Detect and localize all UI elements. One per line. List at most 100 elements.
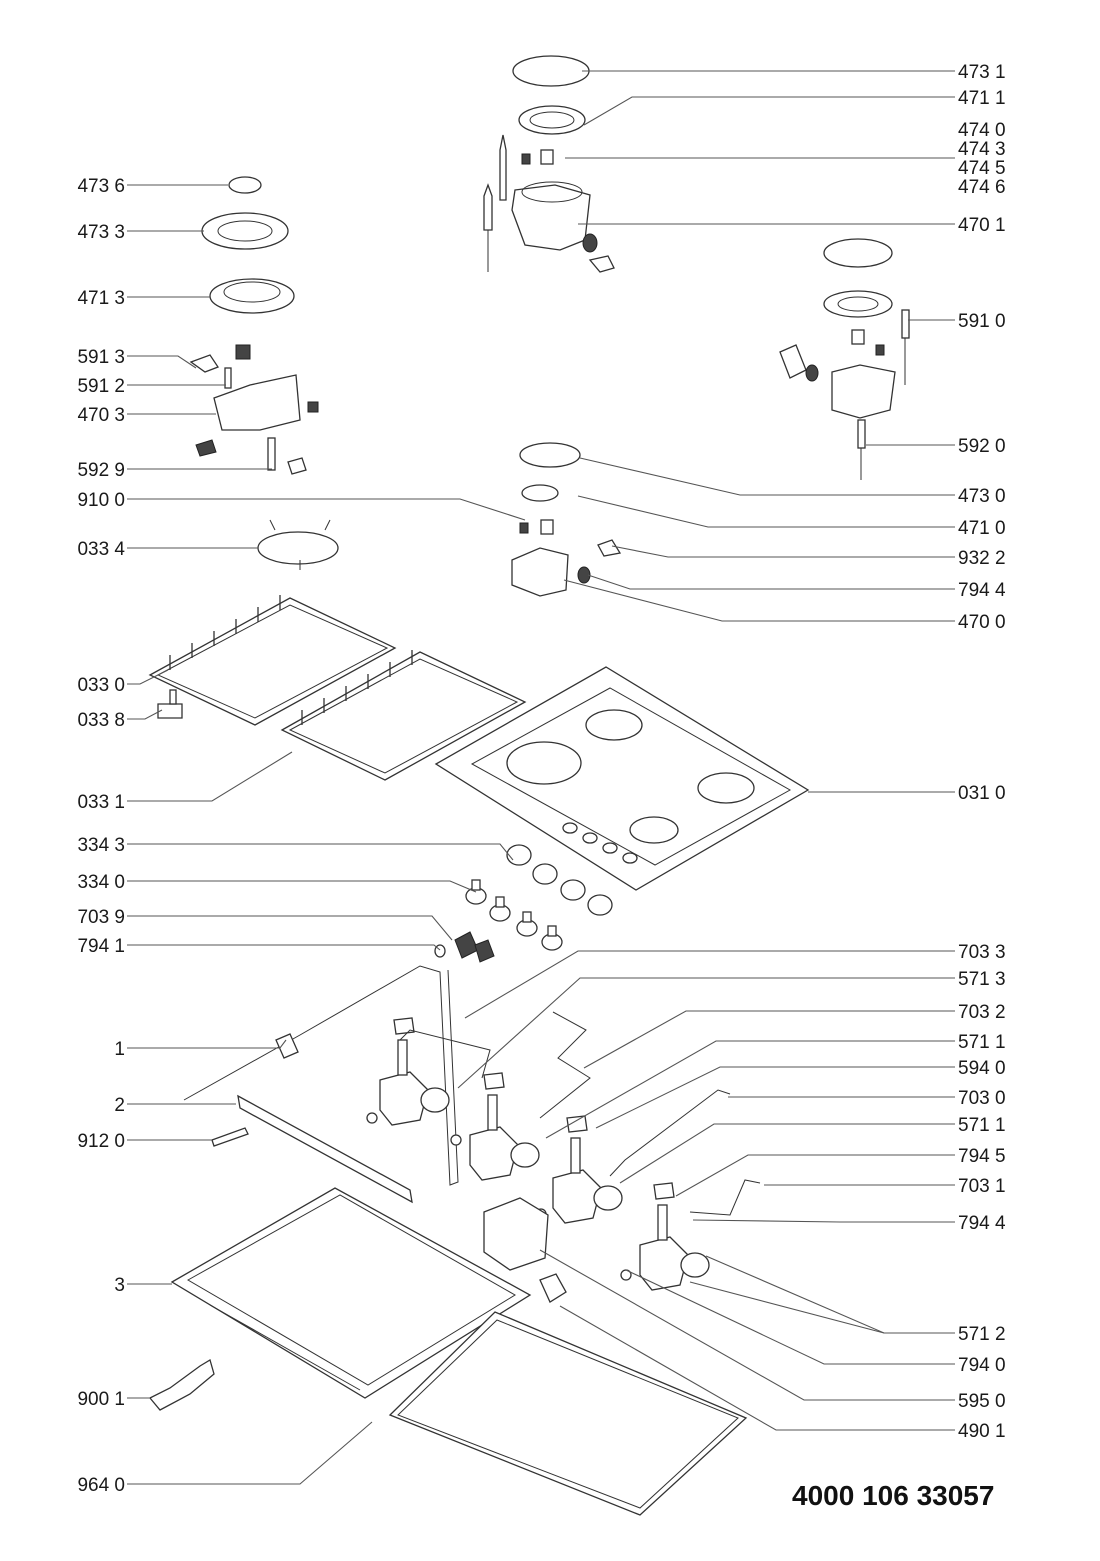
burner-body-triple	[213, 374, 301, 431]
leader-line-571-1a	[545, 1040, 955, 1139]
manifold-elbow	[275, 1033, 299, 1059]
gas-valve-4-outlet	[680, 1252, 710, 1278]
callout-label-471-1: 471 1	[958, 88, 1006, 109]
callout-label-794-4a: 794 4	[958, 580, 1006, 601]
seal-ring	[582, 233, 598, 253]
parts-drawing	[148, 55, 910, 1516]
callout-label-794-4b: 794 4	[958, 1213, 1006, 1234]
callout-label-334-3: 334 3	[77, 835, 125, 856]
nozzle	[195, 439, 217, 457]
gas-valve-4-thermocouple-clip	[653, 1182, 675, 1200]
callout-label-594-0: 594 0	[958, 1058, 1006, 1079]
callout-label-031-0: 031 0	[958, 783, 1006, 804]
screw-912	[211, 1127, 249, 1147]
burner-cap-large	[512, 55, 590, 87]
control-knob-cap	[532, 863, 558, 885]
callout-label-794-5: 794 5	[958, 1146, 1006, 1167]
callout-label-033-1: 033 1	[77, 792, 125, 813]
callout-label-900-1: 900 1	[77, 1389, 125, 1410]
callout-label-794-0: 794 0	[958, 1355, 1006, 1376]
callout-label-571-2: 571 2	[958, 1324, 1006, 1345]
pan-support-left	[148, 597, 397, 726]
gas-valve-1	[379, 1071, 429, 1126]
control-knob-cap	[587, 894, 613, 916]
callout-label-474-0: 474 0	[958, 120, 1006, 141]
leader-line-591-3	[127, 355, 197, 369]
gas-valve-3-thermocouple-clip	[566, 1115, 588, 1133]
callout-label-571-3: 571 3	[958, 969, 1006, 990]
clip-right	[779, 344, 807, 379]
seal-washer	[366, 1112, 378, 1124]
callout-label-471-0: 471 0	[958, 518, 1006, 539]
spark-clip	[189, 354, 219, 373]
hob-top	[434, 666, 810, 891]
thermocouple-left	[267, 437, 276, 471]
spark-electrode	[483, 183, 493, 231]
leader-line-703-3	[464, 950, 955, 1019]
burner-ring-cap	[201, 212, 289, 250]
callout-label-932-2: 932 2	[958, 548, 1006, 569]
leader-line-594-0	[595, 1066, 955, 1129]
burner-head-medium	[823, 290, 893, 318]
callout-label-474-5: 474 5	[958, 158, 1006, 179]
electrode-short	[224, 367, 232, 389]
leader-line-794-0	[625, 1269, 955, 1365]
leader-line-033-0	[127, 669, 169, 685]
leader-line-334-3	[127, 843, 514, 861]
burner-crown-inner	[223, 281, 281, 303]
callout-label-1: 1	[114, 1039, 125, 1060]
leader-line-932-2	[611, 545, 955, 558]
clip-aux	[597, 539, 622, 557]
wok-ring-feet	[269, 519, 331, 570]
gas-valve-4-spindle	[657, 1204, 668, 1241]
callout-label-474-6: 474 6	[958, 177, 1006, 198]
callout-label-473-1: 473 1	[958, 62, 1006, 83]
pipe-703-2	[539, 1011, 591, 1119]
leader-line	[689, 1281, 885, 1334]
wok-ring	[257, 531, 339, 565]
callout-label-703-1: 703 1	[958, 1176, 1006, 1197]
control-knob-cap	[560, 879, 586, 901]
callout-label-2: 2	[114, 1095, 125, 1116]
callout-label-703-2: 703 2	[958, 1002, 1006, 1023]
pan-support-right	[280, 651, 527, 781]
injector	[235, 344, 251, 360]
hob-top-inner	[470, 687, 792, 866]
leader-line-910-0	[127, 498, 526, 521]
gas-valve-2	[469, 1126, 519, 1181]
thermocouple	[499, 134, 507, 201]
injector-aux	[540, 519, 554, 535]
callout-label-033-4: 033 4	[77, 539, 125, 560]
fixing-clamp	[148, 1359, 215, 1411]
gas-valve-4	[639, 1236, 689, 1291]
leader-line-794-1	[127, 944, 441, 951]
manifold-bracket	[237, 1094, 413, 1204]
callout-label-703-3: 703 3	[958, 942, 1006, 963]
callout-label-591-0: 591 0	[958, 311, 1006, 332]
seal-washer	[450, 1134, 462, 1146]
knob-hole	[622, 852, 638, 864]
gas-valve-1-thermocouple-clip	[393, 1017, 415, 1035]
burner-body-ring	[521, 181, 583, 203]
seal-aux	[577, 566, 591, 584]
burner-head-large	[518, 105, 586, 135]
clip	[287, 457, 307, 475]
leader-line-571-2	[705, 1255, 955, 1334]
callout-label-473-3: 473 3	[77, 222, 125, 243]
callout-label-470-0: 470 0	[958, 612, 1006, 633]
burner-cap-auxiliary	[519, 442, 581, 468]
knob-hole	[562, 822, 578, 834]
callout-label-571-1b: 571 1	[958, 1115, 1006, 1136]
pipe-703-0	[609, 1089, 731, 1177]
leader-line-033-8	[127, 709, 163, 720]
burner-body-medium	[831, 364, 896, 419]
burner-well-front	[629, 816, 679, 844]
leader-line-470-0	[563, 579, 955, 622]
leader-line-473-0	[579, 457, 955, 496]
leader-line-794-4a	[587, 574, 955, 590]
burner-well-top	[585, 709, 643, 741]
base-tray-rail	[209, 1304, 361, 1391]
leader-line-471-1	[583, 96, 955, 126]
